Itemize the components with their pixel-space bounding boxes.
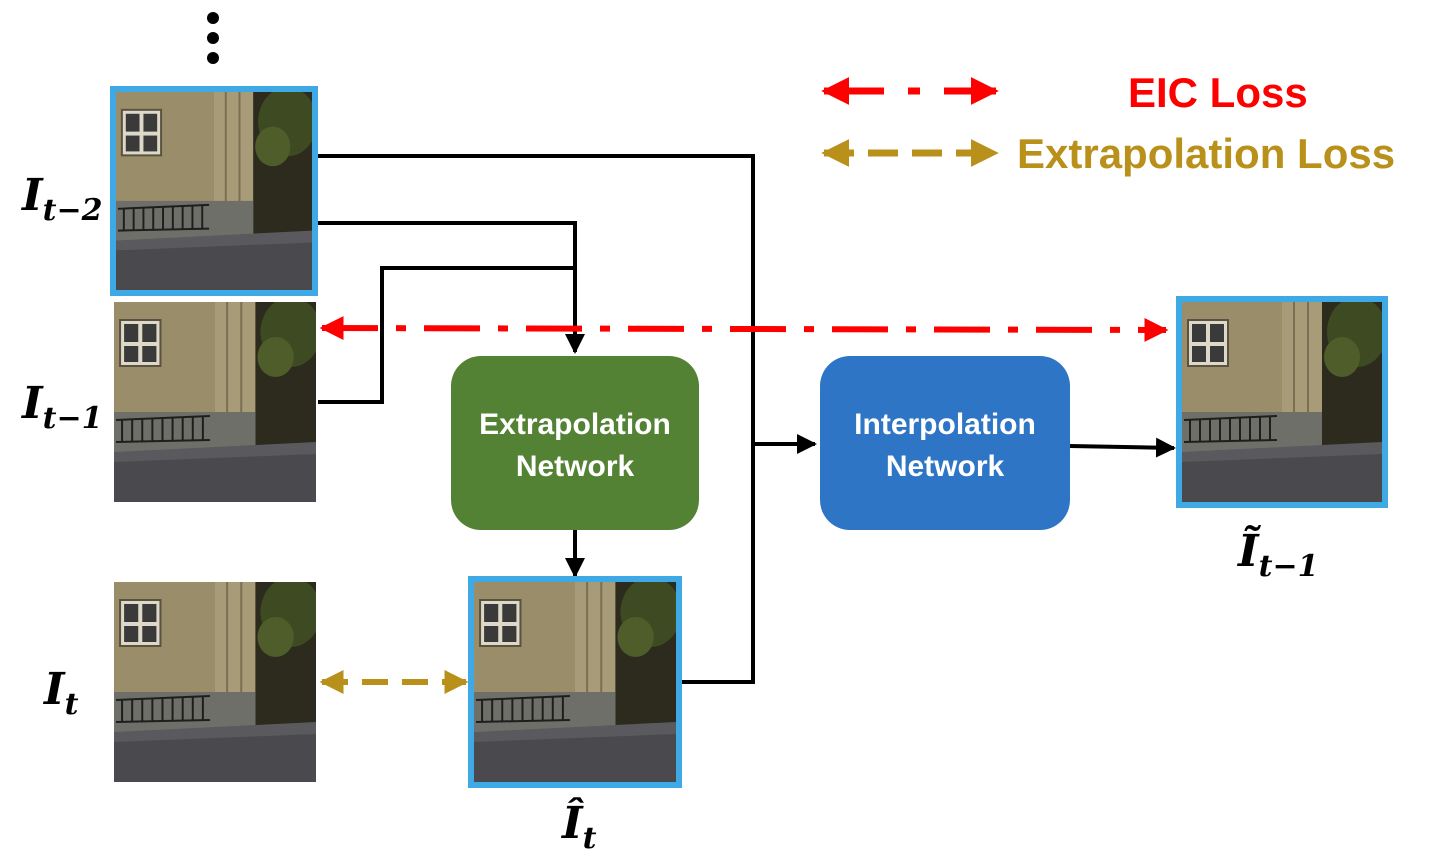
connector-it2-to-extrap xyxy=(318,221,585,354)
label-i-t-minus-1: It−1 xyxy=(20,378,102,436)
connector-ihat-to-interp xyxy=(680,444,755,684)
frame-i-hat-t xyxy=(468,576,682,788)
legend-extrapolation-label: Extrapolation Loss xyxy=(1017,130,1395,177)
connector-interp-to-itilde xyxy=(1069,437,1176,458)
frame-i-t xyxy=(114,582,316,782)
interpolation-network-line1: Interpolation xyxy=(854,408,1036,441)
eic-loss-arrow xyxy=(319,316,1169,342)
connector-it2-to-interp xyxy=(318,154,817,454)
label-i-t: It xyxy=(42,664,79,722)
label-i-tilde-t-minus-1: Ĩt−1 xyxy=(1236,524,1318,584)
frame-i-t-minus-1 xyxy=(114,302,316,502)
interpolation-network-line2: Network xyxy=(886,450,1005,483)
label-i-t-minus-2: It−2 xyxy=(20,170,102,228)
label-i-hat-t: Ît xyxy=(560,796,597,856)
extrapolation-network-box: Extrapolation Network xyxy=(451,356,699,530)
interpolation-network-box: Interpolation Network xyxy=(820,356,1070,530)
frame-i-t-minus-2 xyxy=(110,86,318,296)
extrapolation-network-line1: Extrapolation xyxy=(479,408,671,441)
legend-eic-label: EIC Loss xyxy=(1128,69,1308,116)
ellipsis-dots xyxy=(207,12,219,64)
extrapolation-network-line2: Network xyxy=(516,450,635,483)
legend: EIC Loss Extrapolation Loss xyxy=(821,69,1395,177)
frame-i-tilde-t-minus-1 xyxy=(1176,296,1388,508)
